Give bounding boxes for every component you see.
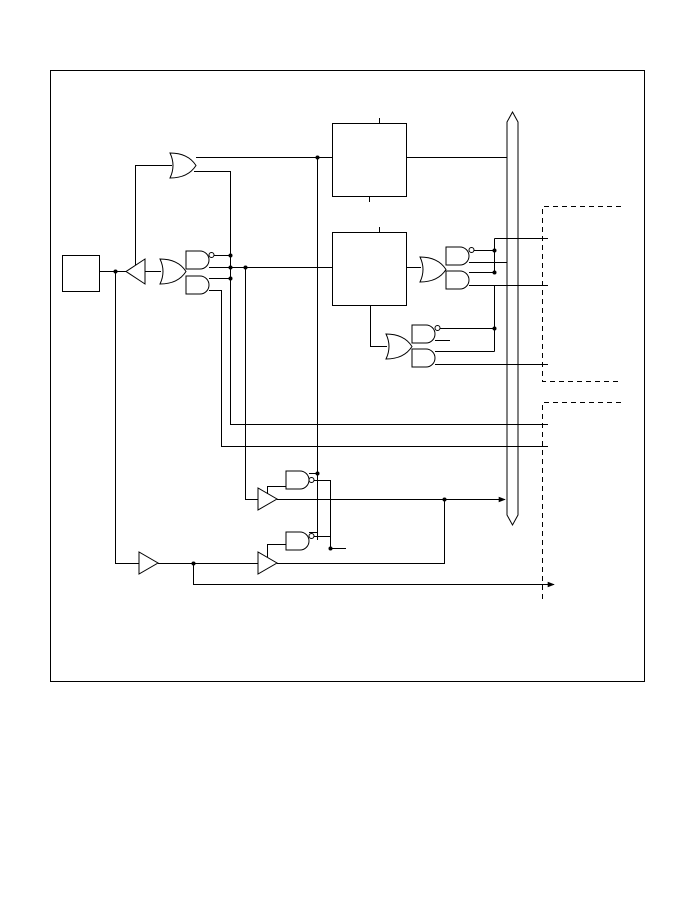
or-gate-right-upper bbox=[419, 256, 447, 283]
register-block-upper bbox=[332, 123, 407, 197]
or-gate-upper-combine bbox=[159, 258, 187, 285]
and-gate-right-upper-a-bubble bbox=[468, 247, 475, 253]
and-gate-right-upper-b bbox=[445, 270, 470, 290]
and-gate-upper-a-bubble bbox=[208, 252, 215, 258]
wires bbox=[100, 157, 555, 588]
and-gate-right-lower-b bbox=[411, 348, 436, 368]
and-gate-lower-a-bubble bbox=[308, 477, 315, 483]
and-gate-lower-b bbox=[285, 531, 310, 551]
junction-dots bbox=[113, 155, 497, 566]
buffer-bottom-left bbox=[138, 551, 159, 575]
or-gate-right-lower bbox=[385, 333, 413, 360]
register-block-lower bbox=[332, 232, 407, 306]
and-gate-right-upper-a bbox=[445, 246, 470, 266]
and-gate-upper-b bbox=[185, 275, 210, 295]
and-gate-upper-a bbox=[185, 250, 210, 270]
and-gate-right-lower-a bbox=[411, 324, 436, 344]
or-gate-top bbox=[169, 152, 197, 179]
dashed-connector-lower bbox=[542, 402, 621, 603]
and-gate-lower-b-bubble bbox=[308, 533, 315, 539]
dashed-connector-upper bbox=[542, 206, 621, 382]
and-gate-lower-a bbox=[285, 470, 310, 490]
io-box bbox=[62, 255, 100, 292]
outer-frame bbox=[50, 70, 645, 682]
and-gate-right-lower-a-bubble bbox=[434, 325, 441, 331]
bus-bar bbox=[506, 110, 519, 527]
